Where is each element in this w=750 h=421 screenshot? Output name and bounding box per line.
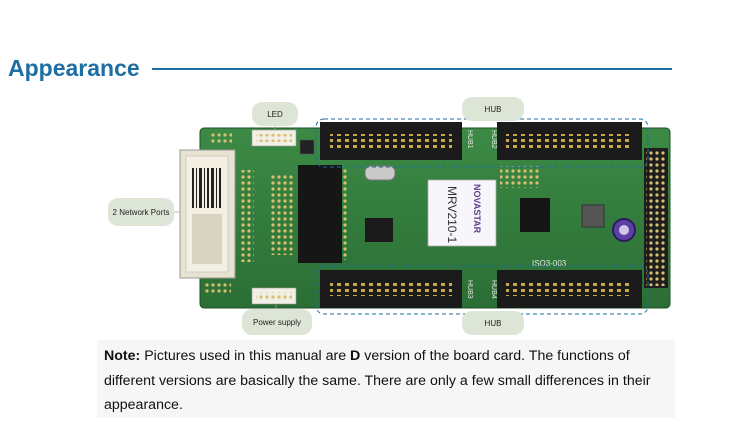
hub-connector-top-right (497, 122, 642, 160)
chip-small (500, 166, 540, 188)
hub-connector-bottom-left (320, 270, 462, 308)
network-ports-module (179, 149, 236, 279)
brand-text: NOVASTAR (472, 184, 482, 234)
note-box (97, 340, 675, 418)
push-button (299, 139, 315, 155)
callout-hub-bottom: HUB (462, 311, 524, 335)
note-label: Note: (104, 348, 141, 364)
silkscreen-hub2: HUB2 (490, 130, 497, 149)
silkscreen-hub3: HUB3 (466, 280, 473, 299)
hub-bottom-outline (315, 265, 649, 315)
chip-right (520, 198, 550, 232)
callout-led: LED (252, 102, 298, 126)
model-text: MRV210-1 (445, 186, 459, 243)
heading-rule (152, 68, 672, 70)
silkscreen-hub4: HUB4 (490, 280, 497, 299)
silkscreen-hub1: HUB1 (466, 130, 473, 149)
note-paragraph: Note: Pictures used in this manual are D… (104, 344, 674, 418)
hub-connector-bottom-right (497, 270, 642, 308)
pin-header-bottom-left (203, 281, 231, 295)
inductor (581, 204, 605, 228)
novastar-label: NOVASTAR MRV210-1 (427, 179, 497, 247)
pin-header-left-1 (240, 170, 254, 262)
main-chip (298, 165, 342, 263)
silkscreen-pcb-code: ISO3-003 (532, 259, 567, 268)
callout-hub-top: HUB (462, 97, 524, 121)
led-connector (251, 129, 297, 147)
hub-connector-top-left (320, 122, 462, 160)
page-heading: Appearance (8, 55, 140, 81)
memory-chip (365, 218, 393, 242)
callout-network-ports: 2 Network Ports (108, 198, 174, 226)
note-emphasis: D (350, 348, 361, 364)
power-connector (251, 287, 297, 305)
note-text-1: Pictures used in this manual are (140, 348, 351, 364)
crystal (364, 165, 396, 181)
note-text-2: version of the board card. The functions… (104, 348, 651, 413)
pin-header-left-2 (270, 175, 294, 255)
callout-power-supply: Power supply (242, 309, 312, 335)
